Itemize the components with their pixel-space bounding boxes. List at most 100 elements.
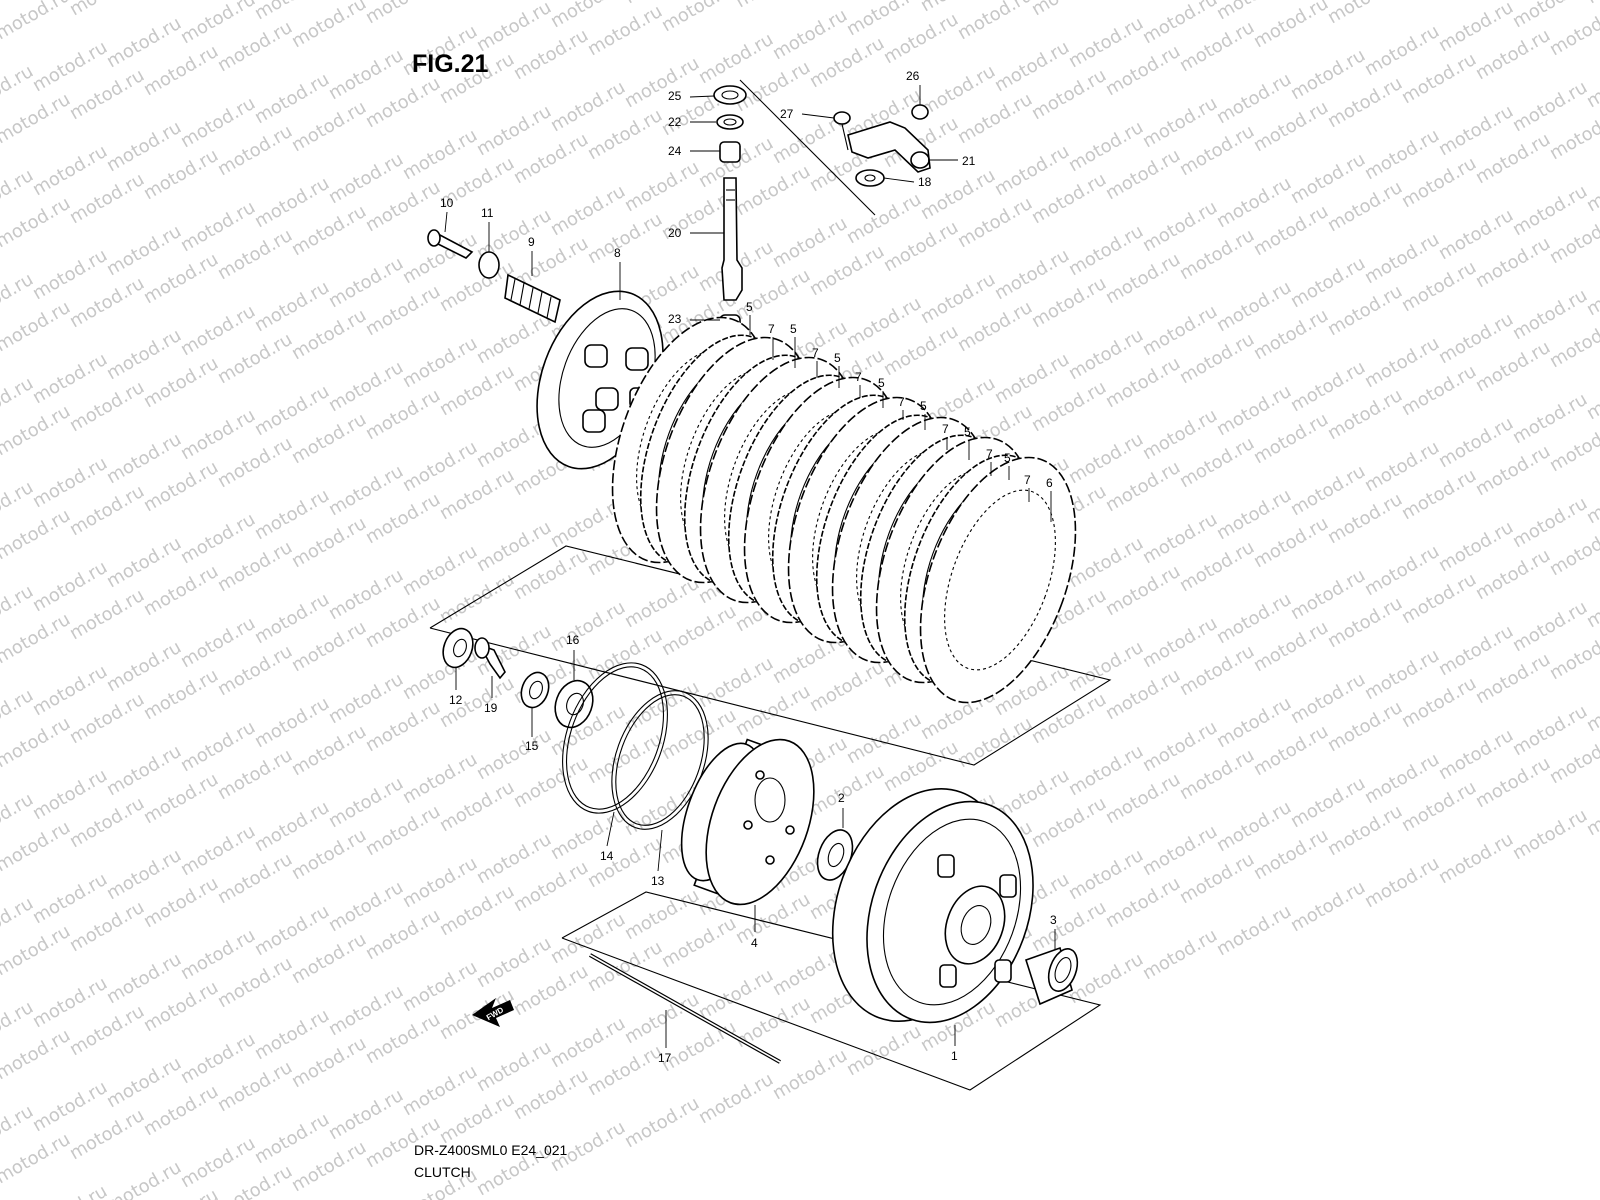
callout-p7a: 7: [768, 322, 775, 336]
watermark-text: motod.ru: [0, 505, 74, 564]
leader-line-p13: [657, 829, 663, 872]
watermark-text: motod.ru: [1324, 0, 1406, 28]
callout-p14: 14: [600, 849, 614, 863]
figure-name: CLUTCH: [414, 1164, 471, 1180]
callout-p13: 13: [651, 874, 665, 888]
callout-p11: 11: [481, 206, 494, 220]
leader-line-p14: [606, 811, 615, 847]
callout-p5a: 5: [746, 300, 753, 314]
callout-p7e: 7: [942, 422, 949, 436]
callout-p2: 2: [838, 791, 845, 805]
watermark-text: motod.ru: [436, 0, 518, 4]
watermark-text: motod.ru: [362, 0, 444, 28]
primary-driven-gear-assembly: [831, 788, 1034, 1024]
watermark-text: motod.ru: [0, 297, 74, 356]
watermark-text: motod.ru: [29, 1181, 111, 1200]
callout-p19: 19: [484, 701, 498, 715]
leader-lines: [444, 85, 1056, 1048]
watermark-text: motod.ru: [0, 713, 74, 772]
watermark-text: motod.ru: [1583, 677, 1600, 736]
callout-p10: 10: [440, 196, 454, 210]
leader-line-p10: [444, 211, 448, 233]
friction-plate: [919, 456, 1077, 704]
leader-line-p27: [801, 113, 835, 119]
watermark-text: motod.ru: [1213, 901, 1295, 960]
callout-p7f: 7: [986, 447, 993, 461]
callout-p25: 25: [668, 89, 682, 103]
watermark-text: motod.ru: [1583, 261, 1600, 320]
watermark-text: motod.ru: [1398, 0, 1480, 4]
callout-p27: 27: [780, 107, 794, 121]
clutch-plate-stack: [611, 316, 1077, 704]
watermark-text: motod.ru: [1250, 0, 1332, 52]
leader-line-p18: [883, 177, 915, 183]
callout-p7b: 7: [812, 346, 819, 360]
watermark-text: motod.ru: [843, 1021, 925, 1080]
callout-p5d: 5: [878, 376, 885, 390]
watermark-text: motod.ru: [0, 0, 74, 44]
watermark-text: motod.ru: [1583, 53, 1600, 112]
watermark-text: motod.ru: [954, 0, 1036, 44]
callout-p17: 17: [658, 1051, 672, 1065]
callout-p15: 15: [525, 739, 539, 753]
callout-p7d: 7: [898, 395, 905, 409]
watermark-text: motod.ru: [0, 921, 74, 980]
callout-p18: 18: [918, 175, 932, 189]
callout-p8: 8: [614, 246, 621, 260]
release-shaft-group: [713, 85, 747, 340]
callout-p4: 4: [751, 936, 758, 950]
callout-p5c: 5: [834, 351, 841, 365]
model-code: DR-Z400SML0 E24_021: [414, 1142, 568, 1158]
watermark-text: motod.ru: [1287, 877, 1369, 936]
watermark-text: motod.ru: [1583, 0, 1600, 8]
watermark-text: motod.ru: [1583, 469, 1600, 528]
watermark-text: motod.ru: [1583, 573, 1600, 632]
watermark-text: motod.ru: [0, 193, 74, 252]
leader-line-p25: [689, 95, 715, 98]
callout-p5f: 5: [964, 425, 971, 439]
watermark-text: motod.ru: [0, 609, 74, 668]
watermark-text: motod.ru: [1361, 853, 1443, 912]
callout-p21: 21: [962, 154, 976, 168]
callout-p7g: 7: [1024, 473, 1031, 487]
figure-title: FIG.21: [412, 50, 489, 78]
callout-p6: 6: [1046, 476, 1053, 490]
watermark-text: motod.ru: [0, 1129, 74, 1188]
spacer-sleeve: [1025, 946, 1079, 1006]
watermark-text: motod.ru: [66, 0, 148, 20]
watermark-text: motod.ru: [1583, 365, 1600, 424]
watermark-text: motod.ru: [0, 401, 74, 460]
watermark-text: motod.ru: [695, 1069, 777, 1128]
callout-p5b: 5: [790, 322, 797, 336]
callout-p23: 23: [668, 312, 682, 326]
watermark-text: motod.ru: [732, 0, 814, 12]
callout-p22: 22: [668, 115, 682, 129]
callout-labels: 1234555555567777777891011121314151617181…: [440, 69, 1057, 1065]
watermark-text: motod.ru: [1583, 157, 1600, 216]
assembly-outline-lines: [429, 79, 1112, 1091]
spring-bolt-group: [427, 229, 561, 324]
callout-p5e: 5: [920, 399, 927, 413]
watermark-text: motod.ru: [103, 1157, 185, 1200]
callout-p12: 12: [449, 693, 463, 707]
callout-p5g: 5: [1004, 451, 1011, 465]
lower-small-parts: [442, 627, 594, 729]
clutch-sleeve-hub: [680, 738, 815, 906]
callout-p24: 24: [668, 144, 682, 158]
watermark-text: motod.ru: [1028, 0, 1110, 20]
release-arm-group: [833, 104, 931, 187]
watermark-text: motod.ru: [0, 817, 74, 876]
watermark-text: motod.ru: [0, 89, 74, 148]
plate-inner-edge: [944, 489, 1056, 671]
watermark-text: motod.ru: [658, 0, 740, 36]
watermark-text: motod.ru: [0, 1025, 74, 1084]
watermark-text: motod.ru: [288, 0, 370, 52]
watermark-text: motod.ru: [1509, 805, 1591, 864]
callout-p1: 1: [951, 1049, 958, 1063]
callout-p16: 16: [566, 633, 580, 647]
callout-p26: 26: [906, 69, 920, 83]
callout-p20: 20: [668, 226, 682, 240]
watermark-text: motod.ru: [1139, 925, 1221, 984]
watermark-text: motod.ru: [769, 1045, 851, 1104]
